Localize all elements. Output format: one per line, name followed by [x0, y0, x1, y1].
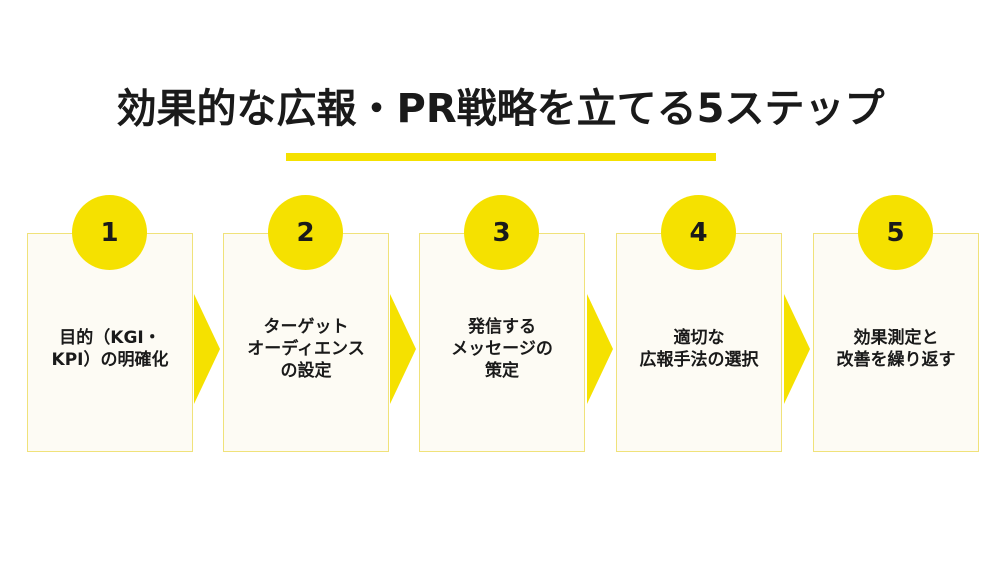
page-title: 効果的な広報・PR戦略を立てる5ステップ: [116, 86, 885, 132]
arrow-right-icon: [390, 294, 416, 404]
step-label-2: ターゲット オーディエンス の設定: [247, 317, 365, 381]
arrow-right-icon: [194, 294, 220, 404]
step-box-5: 効果測定と 改善を繰り返す: [813, 233, 979, 452]
step-number-3: 3: [464, 195, 539, 270]
title-underline: [286, 153, 716, 161]
step-number-4: 4: [661, 195, 736, 270]
step-number-1: 1: [72, 195, 147, 270]
step-number-2: 2: [268, 195, 343, 270]
step-label-3: 発信する メッセージの 策定: [451, 317, 553, 381]
step-label-1: 目的（KGI・ KPI）の明確化: [51, 328, 169, 370]
arrow-right-icon: [587, 294, 613, 404]
arrow-right-icon: [784, 294, 810, 404]
step-label-4: 適切な 広報手法の選択: [639, 328, 759, 370]
step-label-5: 効果測定と 改善を繰り返す: [836, 328, 956, 370]
step-number-5: 5: [858, 195, 933, 270]
